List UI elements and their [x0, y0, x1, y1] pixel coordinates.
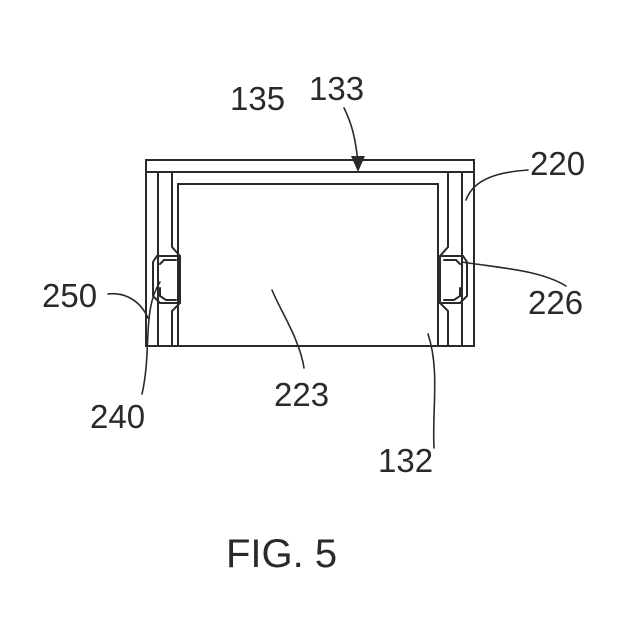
leader-250 — [108, 294, 148, 318]
label-133: 133 — [309, 70, 364, 107]
central-body-223 — [178, 184, 438, 346]
outer-housing-250 — [146, 160, 474, 346]
leader-223 — [272, 290, 304, 368]
leader-220 — [466, 170, 528, 200]
leader-133-arrow — [344, 108, 358, 164]
label-250: 250 — [42, 277, 97, 314]
leader-226 — [462, 262, 566, 286]
label-220: 220 — [530, 145, 585, 182]
label-223: 223 — [274, 376, 329, 413]
label-132: 132 — [378, 442, 433, 479]
left-notch-inner — [160, 260, 176, 300]
label-226: 226 — [528, 284, 583, 321]
arrowhead-133 — [351, 156, 365, 172]
label-240: 240 — [90, 398, 145, 435]
leader-132 — [428, 334, 435, 448]
right-notch-inner — [444, 260, 460, 300]
label-135: 135 — [230, 80, 285, 117]
figure-caption: FIG. 5 — [226, 532, 337, 576]
